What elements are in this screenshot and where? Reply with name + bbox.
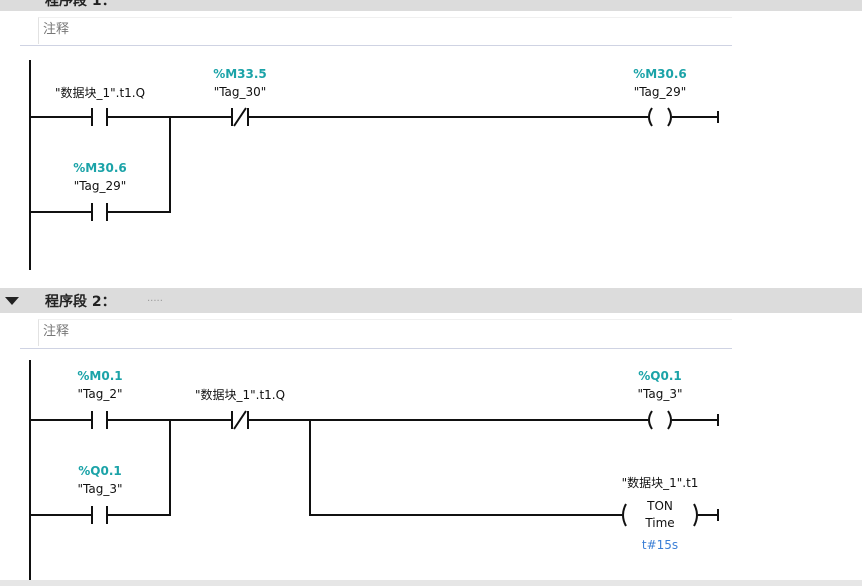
network-1-comment[interactable]: 注释: [38, 17, 732, 44]
contact-no-2[interactable]: [30, 117, 171, 221]
coil-2[interactable]: [648, 410, 719, 430]
contact-2-address: %Q0.1: [78, 464, 121, 478]
timer-preset[interactable]: t#15s: [642, 538, 678, 552]
contact-no-2[interactable]: [30, 420, 171, 524]
contact-2-address: %M30.6: [73, 161, 127, 175]
coil-1-tag: "Tag_29": [634, 85, 687, 99]
network-2-ladder: %M0.1 "Tag_2" %Q0.1 "Tag_3" "数据块_1".t1.Q…: [29, 360, 719, 580]
contact-1-address: %M0.1: [77, 369, 122, 383]
contact-3-address: %M33.5: [213, 67, 267, 81]
coil-2-tag: "Tag_3": [638, 387, 683, 401]
collapse-triangle-icon[interactable]: [5, 297, 19, 305]
divider: [20, 45, 732, 46]
contact-1-tag: "数据块_1".t1.Q: [55, 85, 145, 100]
contact-no-1[interactable]: [30, 411, 232, 429]
contact-3-tag: "Tag_30": [214, 85, 267, 99]
network-2-comment[interactable]: 注释: [38, 319, 732, 346]
divider: [20, 348, 732, 349]
timer-type: TON: [646, 499, 673, 513]
contact-no-1[interactable]: [30, 108, 232, 126]
timer-unit: Time: [644, 516, 674, 530]
contact-2-tag: "Tag_3": [78, 482, 123, 496]
contact-nc-3[interactable]: [231, 410, 648, 516]
network-1-title: 程序段 1：: [45, 0, 116, 9]
ton-timer-coil[interactable]: [622, 503, 719, 527]
contact-3-tag: "数据块_1".t1.Q: [195, 387, 285, 402]
coil-1[interactable]: [648, 107, 719, 127]
network-1-dots: .....: [147, 0, 163, 3]
network-2-header[interactable]: 程序段 2： .....: [0, 288, 862, 313]
network-2-dots: .....: [147, 293, 163, 304]
network-1-header[interactable]: 程序段 1： .....: [0, 0, 862, 11]
network-3-header-edge: [0, 580, 862, 586]
contact-1-tag: "Tag_2": [78, 387, 123, 401]
contact-2-tag: "Tag_29": [74, 179, 127, 193]
timer-instance: "数据块_1".t1: [622, 475, 699, 490]
contact-nc-3[interactable]: [231, 107, 648, 127]
coil-1-address: %M30.6: [633, 67, 687, 81]
network-1-ladder: "数据块_1".t1.Q %M30.6 "Tag_29" %M33.5 "Tag…: [29, 60, 719, 270]
coil-2-address: %Q0.1: [638, 369, 681, 383]
network-2-title: 程序段 2：: [45, 294, 116, 310]
